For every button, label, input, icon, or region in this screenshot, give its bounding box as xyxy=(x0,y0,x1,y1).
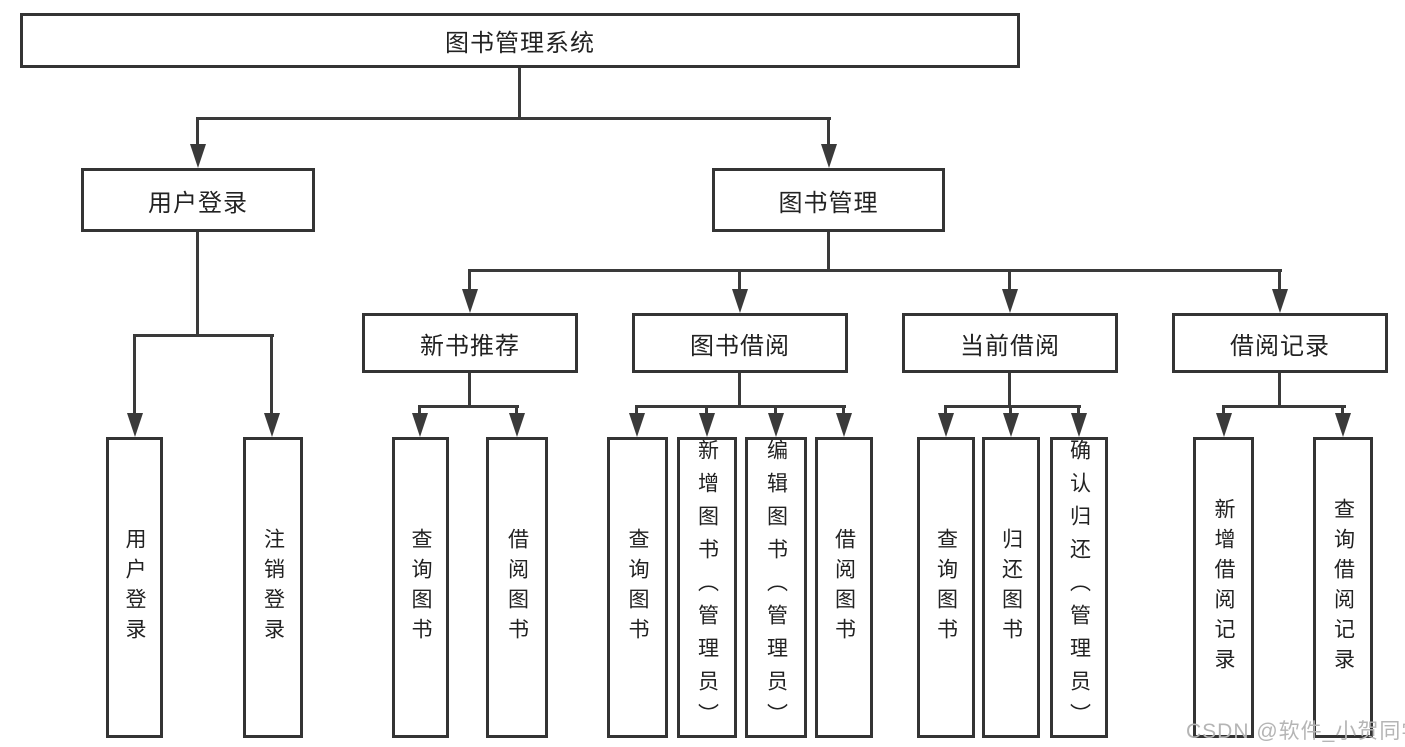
connector-trunk xyxy=(1008,373,1011,407)
connector-drop xyxy=(515,405,518,419)
connector-drop xyxy=(705,405,708,419)
connector-userlogin-hline xyxy=(133,334,274,337)
node-book-borrow: 图书借阅 xyxy=(632,313,848,373)
node-root: 图书管理系统 xyxy=(20,13,1020,68)
leaf-records-add-record: 新增借阅记录 xyxy=(1193,437,1254,738)
arrowhead-icon xyxy=(699,413,715,437)
leaf-borrow-borrow-books-label: 借阅图书 xyxy=(832,527,856,648)
arrowhead-icon xyxy=(1071,413,1087,437)
node-book-management: 图书管理 xyxy=(712,168,945,232)
connector-drop xyxy=(1278,269,1281,294)
node-book-borrow-label: 图书借阅 xyxy=(690,332,790,360)
leaf-current-return-books-label: 归还图书 xyxy=(999,527,1023,648)
arrowhead-icon xyxy=(1272,289,1288,313)
arrowhead-icon xyxy=(1335,413,1351,437)
connector-hline xyxy=(944,405,1081,408)
arrowhead-icon xyxy=(127,413,143,437)
connector-drop xyxy=(1077,405,1080,419)
leaf-current-query-books-label: 查询图书 xyxy=(934,527,958,648)
connector-drop xyxy=(468,269,471,294)
leaf-borrow-add-books-admin-label: 新增图书（管理员） xyxy=(695,439,719,736)
node-user-login-label: 用户登录 xyxy=(148,189,248,217)
connector-drop xyxy=(842,405,845,419)
connector-level2-hline xyxy=(196,117,831,120)
arrowhead-icon xyxy=(732,289,748,313)
leaf-user-login-label: 用户登录 xyxy=(123,527,146,648)
connector-drop xyxy=(196,117,199,150)
leaf-logout-login: 注销登录 xyxy=(243,437,303,738)
connector-drop xyxy=(1009,405,1012,419)
leaf-current-confirm-return-admin: 确认归还（管理员） xyxy=(1050,437,1108,738)
arrowhead-icon xyxy=(1216,413,1232,437)
leaf-borrow-borrow-books: 借阅图书 xyxy=(815,437,873,738)
leaf-borrow-query-books: 查询图书 xyxy=(607,437,668,738)
connector-trunk xyxy=(1278,373,1281,407)
leaf-borrow-edit-books-admin: 编辑图书（管理员） xyxy=(745,437,807,738)
node-root-label: 图书管理系统 xyxy=(445,30,595,57)
leaf-current-return-books: 归还图书 xyxy=(982,437,1040,738)
node-current-borrow-label: 当前借阅 xyxy=(960,332,1060,360)
connector-bookmgmt-trunk xyxy=(827,232,830,272)
connector-drop xyxy=(418,405,421,419)
connector-hline xyxy=(1222,405,1346,408)
leaf-records-query-record-label: 查询借阅记录 xyxy=(1331,497,1355,678)
watermark: CSDN @软件_小贺同学 xyxy=(1186,720,1405,743)
arrowhead-icon xyxy=(768,413,784,437)
leaf-recommend-query-books-label: 查询图书 xyxy=(409,527,432,648)
leaf-recommend-borrow-books: 借阅图书 xyxy=(486,437,548,738)
connector-drop xyxy=(1222,405,1225,419)
connector-drop xyxy=(827,117,830,150)
connector-drop xyxy=(1341,405,1344,419)
leaf-borrow-add-books-admin: 新增图书（管理员） xyxy=(677,437,737,738)
arrowhead-icon xyxy=(938,413,954,437)
connector-trunk xyxy=(468,373,471,407)
connector-drop xyxy=(944,405,947,419)
node-user-login: 用户登录 xyxy=(81,168,315,232)
node-new-book-recommend-label: 新书推荐 xyxy=(420,332,520,360)
node-current-borrow: 当前借阅 xyxy=(902,313,1118,373)
connector-drop xyxy=(738,269,741,294)
leaf-borrow-query-books-label: 查询图书 xyxy=(626,527,649,648)
connector-hline xyxy=(418,405,519,408)
leaf-user-login: 用户登录 xyxy=(106,437,163,738)
connector-hline xyxy=(635,405,846,408)
leaf-records-query-record: 查询借阅记录 xyxy=(1313,437,1373,738)
arrowhead-icon xyxy=(1002,289,1018,313)
leaf-records-add-record-label: 新增借阅记录 xyxy=(1212,497,1235,678)
leaf-logout-login-label: 注销登录 xyxy=(261,527,285,648)
arrowhead-icon xyxy=(836,413,852,437)
arrowhead-icon xyxy=(462,289,478,313)
connector-drop xyxy=(635,405,638,419)
connector-trunk xyxy=(738,373,741,407)
leaf-recommend-borrow-books-label: 借阅图书 xyxy=(505,527,529,648)
connector-root-trunk xyxy=(518,68,521,119)
leaf-borrow-edit-books-admin-label: 编辑图书（管理员） xyxy=(764,439,788,736)
node-new-book-recommend: 新书推荐 xyxy=(362,313,578,373)
node-borrow-records: 借阅记录 xyxy=(1172,313,1388,373)
leaf-current-confirm-return-admin-label: 确认归还（管理员） xyxy=(1067,439,1091,736)
connector-drop xyxy=(774,405,777,419)
connector-drop xyxy=(133,334,136,418)
connector-level3-hline xyxy=(468,269,1282,272)
leaf-current-query-books: 查询图书 xyxy=(917,437,975,738)
node-borrow-records-label: 借阅记录 xyxy=(1230,332,1330,360)
arrowhead-icon xyxy=(629,413,645,437)
leaf-recommend-query-books: 查询图书 xyxy=(392,437,449,738)
connector-userlogin-trunk xyxy=(196,232,199,336)
connector-drop xyxy=(270,334,273,418)
arrowhead-icon xyxy=(264,413,280,437)
arrowhead-icon xyxy=(412,413,428,437)
arrowhead-icon xyxy=(190,144,206,168)
arrowhead-icon xyxy=(509,413,525,437)
arrowhead-icon xyxy=(1003,413,1019,437)
connector-drop xyxy=(1008,269,1011,294)
arrowhead-icon xyxy=(821,144,837,168)
node-book-management-label: 图书管理 xyxy=(778,189,879,217)
